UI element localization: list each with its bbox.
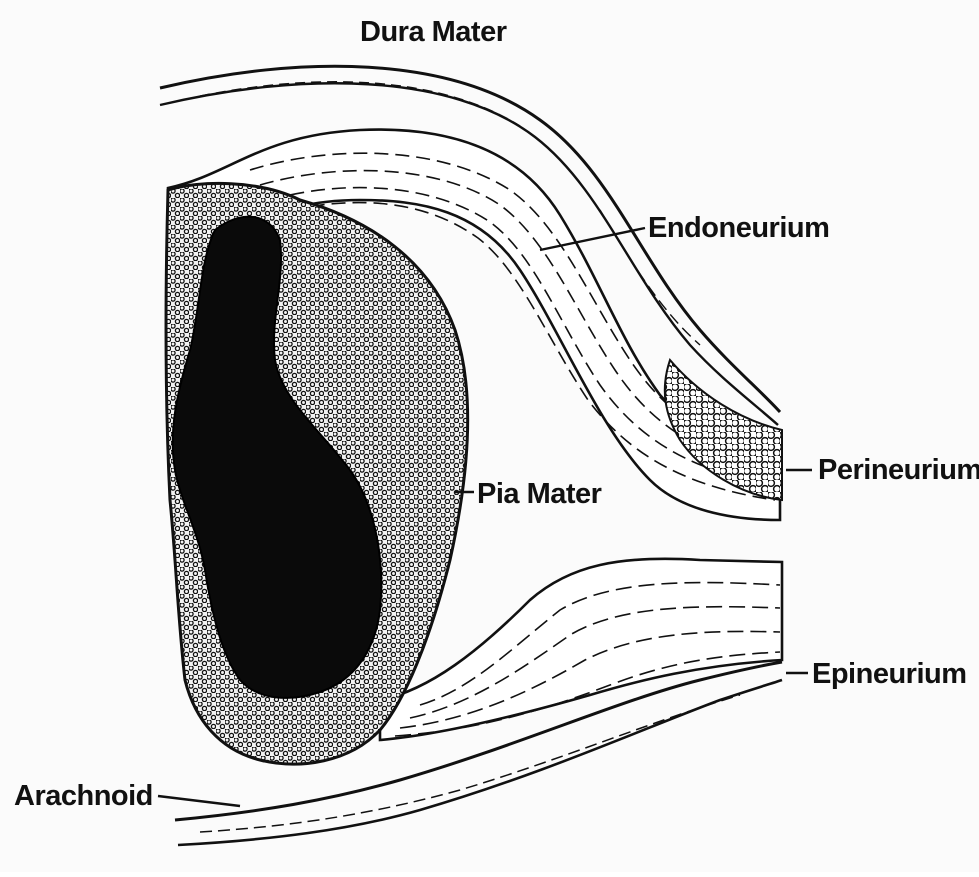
label-dura-mater: Dura Mater xyxy=(360,18,507,47)
label-endoneurium: Endoneurium xyxy=(648,214,829,243)
label-epineurium: Epineurium xyxy=(812,660,967,689)
arachnoid-leader xyxy=(158,796,240,806)
label-perineurium: Perineurium xyxy=(818,456,979,485)
label-pia-mater: Pia Mater xyxy=(477,480,601,509)
label-arachnoid: Arachnoid xyxy=(14,782,153,811)
